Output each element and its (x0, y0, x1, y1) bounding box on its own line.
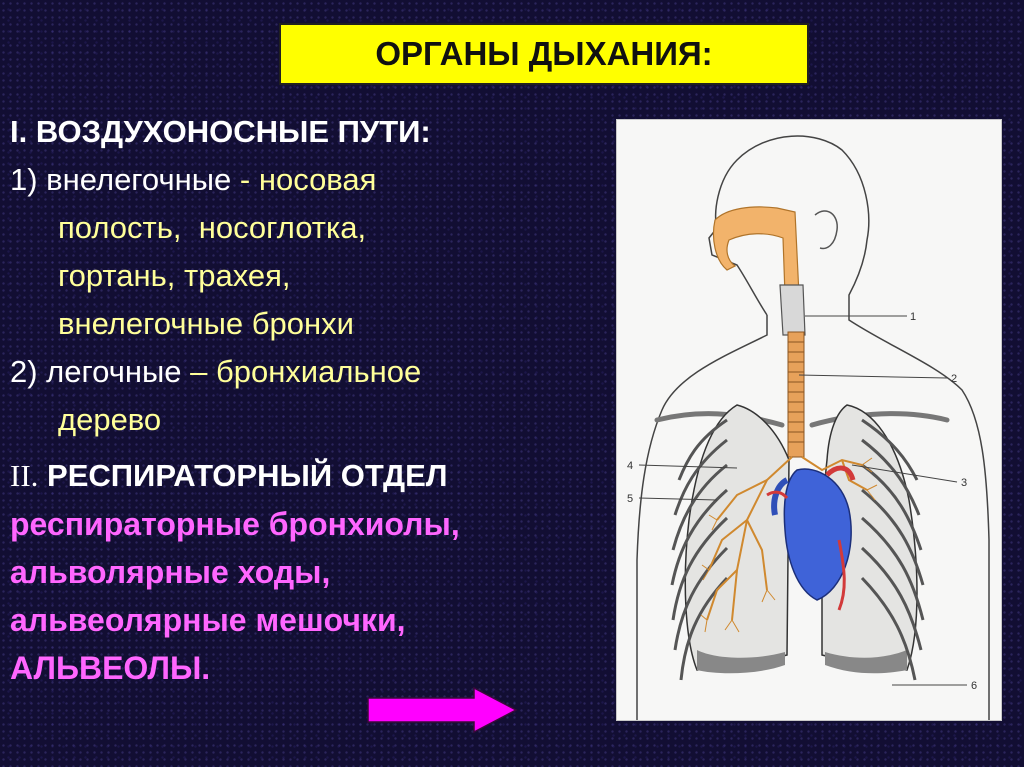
callout-5: 5 (627, 493, 633, 505)
section2-line-2: альволярные ходы, (10, 554, 331, 590)
section2-numeral: II. (10, 458, 39, 493)
callout-6: 6 (971, 680, 977, 692)
item1-line1: 1) внелегочные - носовая (10, 156, 610, 204)
slide-title: ОРГАНЫ ДЫХАНИЯ: (279, 23, 809, 85)
item2-text-2: дерево (58, 402, 162, 437)
section2-line-1: респираторные бронхиолы, (10, 506, 460, 542)
section1-heading: I. ВОЗДУХОНОСНЫЕ ПУТИ: (10, 114, 431, 149)
section2-line-4: АЛЬВЕОЛЫ. (10, 650, 211, 686)
item1-text-4: внелегочные бронхи (58, 306, 354, 341)
callout-2: 2 (951, 373, 957, 385)
text-content: I. ВОЗДУХОНОСНЫЕ ПУТИ: 1) внелегочные - … (10, 108, 610, 692)
callout-1: 1 (910, 311, 916, 323)
anatomy-drawing: 1 2 3 4 5 6 (627, 135, 990, 720)
item2-dash: – (181, 354, 216, 389)
right-arrow-icon (366, 686, 518, 734)
section2-heading-line: II. РЕСПИРАТОРНЫЙ ОТДЕЛ (10, 452, 610, 500)
item1-label: 1) внелегочные (10, 162, 232, 197)
item2-label: 2) легочные (10, 354, 182, 389)
item2-text-1: бронхиальное (215, 354, 422, 389)
callout-3: 3 (961, 477, 967, 489)
item1-text-3: гортань, трахея, (58, 258, 291, 293)
section2-heading: РЕСПИРАТОРНЫЙ ОТДЕЛ (47, 458, 448, 493)
item2-line1: 2) легочные – бронхиальное (10, 348, 610, 396)
respiratory-system-illustration: 1 2 3 4 5 6 (616, 119, 1002, 721)
item1-text-2: полость, носоглотка, (58, 210, 367, 245)
section2-line-3: альвеолярные мешочки, (10, 602, 406, 638)
item1-dash: - (231, 162, 259, 197)
item1-text-1: носовая (258, 162, 377, 197)
callout-4: 4 (627, 460, 633, 472)
